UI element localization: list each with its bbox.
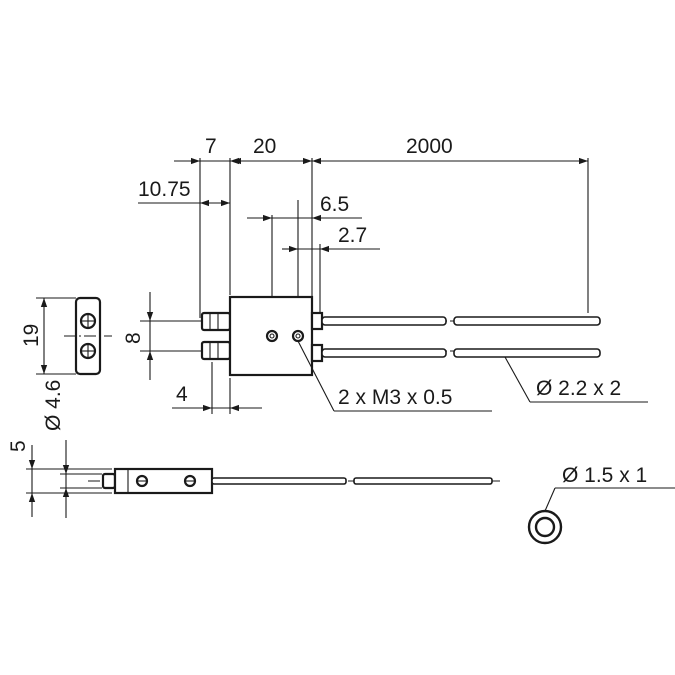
cable-upper-segment-1 [321,316,447,326]
mounting-hole-left [265,329,279,343]
fiber-tip-upper [200,311,232,332]
dim-4-6-label: Ø 4.6 [42,380,65,431]
dim-4: 4 [172,362,262,414]
dim-2000: 2000 [312,135,588,165]
side-view-fiber-segment-2 [353,477,493,485]
cable-upper-segment-2 [453,316,601,326]
dim-2000-label: 2000 [406,135,453,158]
dim-2-7: 2.7 [282,224,380,253]
cable-callout-label: Ø 2.2 x 2 [536,377,621,400]
cable-callout: Ø 2.2 x 2 [504,356,648,403]
dim-5-and-4-6: 5 Ø 4.6 [7,380,112,518]
dim-20: 20 [232,135,312,165]
fiber-tip-lower [200,340,232,361]
dim-7: 7 [174,135,254,165]
end-view [64,296,112,376]
thread-callout: 2 x M3 x 0.5 [297,340,492,412]
fiber-cross-section: Ø 1.5 x 1 [527,464,675,545]
cable-lower-segment-1 [321,348,447,358]
dim-10-75: 10.75 [138,178,230,207]
dim-2-7-label: 2.7 [338,224,367,247]
dim-4-label: 4 [176,383,188,406]
side-view-fiber-segment-1 [211,477,347,485]
fiber-inner-ring [534,516,556,538]
fiber-callout-label: Ø 1.5 x 1 [562,464,647,487]
mounting-hole-right [291,329,305,343]
top-dimensions: 7 20 2000 10.75 6.5 [138,135,589,330]
top-view-sensor [150,295,601,377]
side-view-tip [101,472,117,490]
cable-lower-segment-2 [453,348,601,358]
thread-callout-label: 2 x M3 x 0.5 [338,386,452,409]
dim-8-label: 8 [122,332,145,344]
dim-20-label: 20 [253,135,276,158]
dim-10-75-label: 10.75 [138,178,191,201]
dim-19: 19 [20,297,76,375]
dim-6-5: 6.5 [247,193,362,222]
dim-8: 8 [122,292,200,380]
side-view [88,467,500,495]
dim-7-label: 7 [205,135,217,158]
dim-6-5-label: 6.5 [320,193,349,216]
cable-gland-upper [310,311,324,331]
dim-5-label: 5 [7,440,30,452]
cable-gland-lower [310,343,324,363]
side-view-body [113,467,214,495]
dim-19-label: 19 [20,324,43,347]
